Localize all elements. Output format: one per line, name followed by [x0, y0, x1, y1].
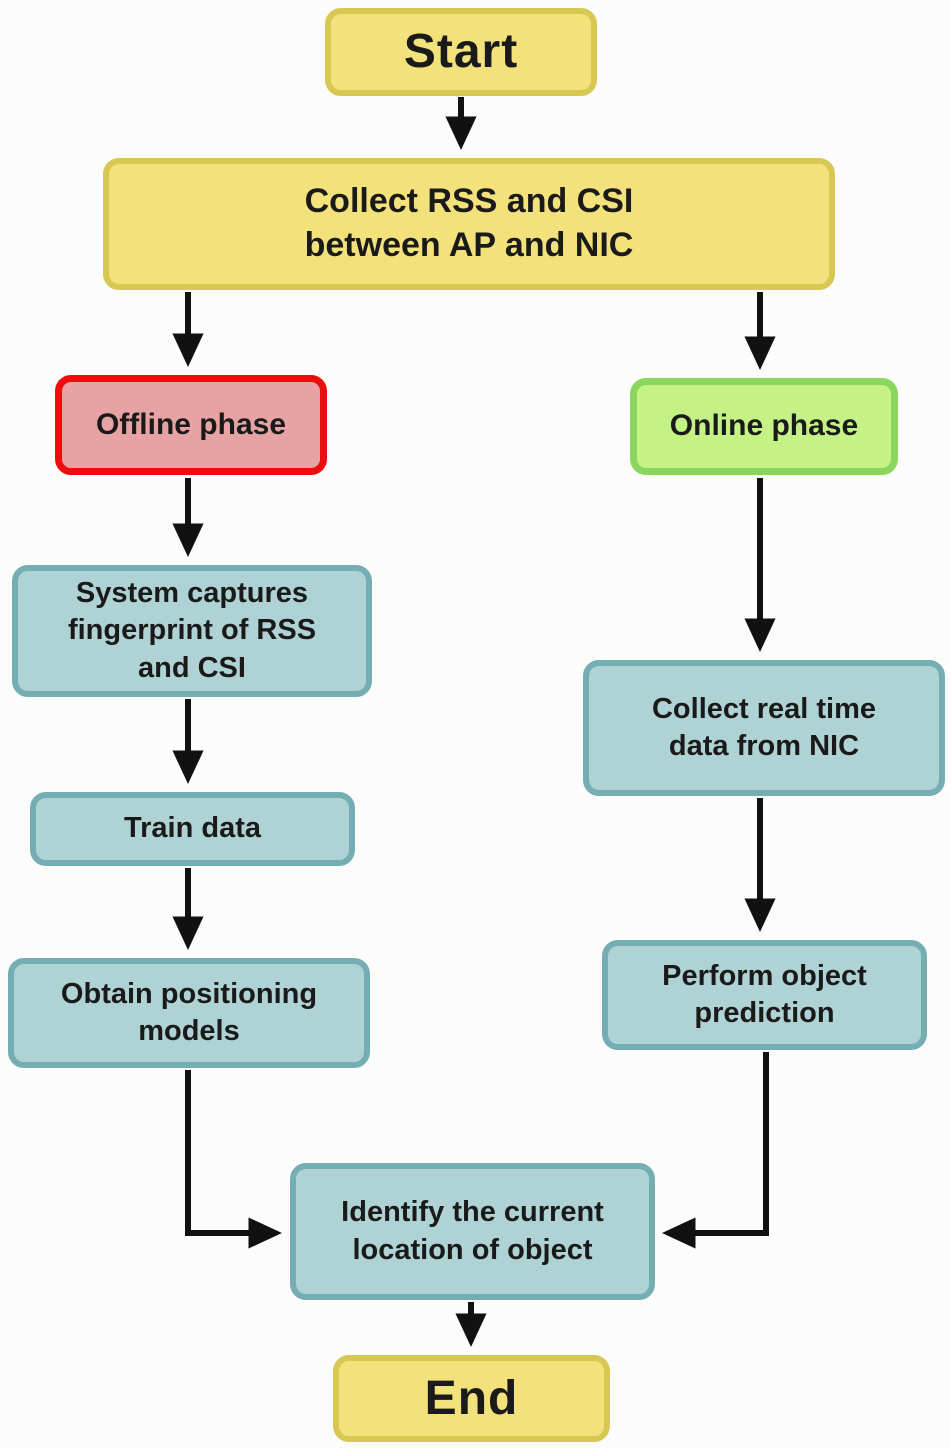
- node-end: End: [333, 1355, 610, 1442]
- arrow-obtain-to-identify: [185, 1070, 283, 1249]
- node-train-data-label: Train data: [124, 812, 261, 845]
- node-collect-rss-csi: Collect RSS and CSI between AP and NIC: [103, 158, 835, 290]
- node-train-data: Train data: [30, 792, 355, 866]
- node-system-captures: System captures fingerprint of RSS and C…: [12, 565, 372, 697]
- node-collect-realtime: Collect real time data from NIC: [583, 660, 945, 796]
- node-collect-rss-csi-label: Collect RSS and CSI between AP and NIC: [304, 182, 634, 264]
- node-offline-phase: Offline phase: [55, 375, 327, 475]
- node-identify-location-label: Identify the current location of object: [341, 1196, 604, 1266]
- node-obtain-models: Obtain positioning models: [8, 958, 370, 1068]
- node-obtain-models-label: Obtain positioning models: [60, 977, 318, 1047]
- node-online-phase-label: Online phase: [669, 409, 859, 443]
- node-system-captures-label: System captures fingerprint of RSS and C…: [67, 577, 317, 684]
- node-online-phase: Online phase: [630, 378, 898, 475]
- arrow-perform-to-identify: [661, 1052, 769, 1249]
- node-perform-prediction: Perform object prediction: [602, 940, 927, 1050]
- node-offline-phase-label: Offline phase: [95, 407, 287, 441]
- node-start: Start: [325, 8, 597, 96]
- node-end-label: End: [424, 1371, 519, 1425]
- node-identify-location: Identify the current location of object: [290, 1163, 655, 1300]
- node-collect-realtime-label: Collect real time data from NIC: [651, 692, 877, 762]
- node-perform-prediction-label: Perform object prediction: [662, 959, 867, 1029]
- node-start-label: Start: [403, 25, 519, 79]
